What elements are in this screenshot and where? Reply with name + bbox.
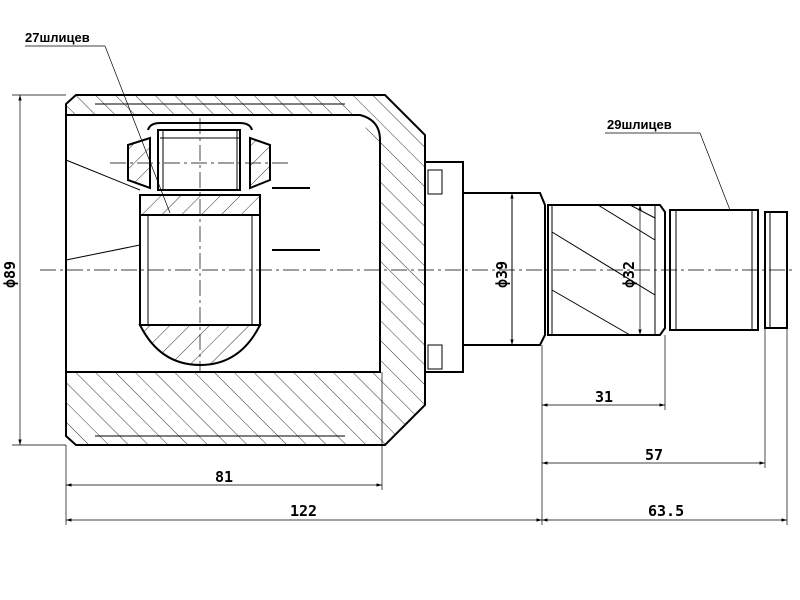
dim-122: 122 bbox=[290, 502, 317, 520]
dim-phi32: ф32 bbox=[620, 261, 638, 288]
tripod-assembly bbox=[127, 122, 320, 367]
dim-57: 57 bbox=[645, 446, 663, 464]
label-29-splines: 29шлицев bbox=[607, 117, 672, 132]
label-27-splines: 27шлицев bbox=[25, 30, 90, 45]
dim-31: 31 bbox=[595, 388, 613, 406]
dimension-lines bbox=[12, 45, 788, 525]
shaft-stub bbox=[424, 161, 788, 373]
dim-63-5: 63.5 bbox=[648, 502, 684, 520]
dim-phi39: ф39 bbox=[493, 261, 511, 288]
dim-phi89: ф89 bbox=[1, 261, 19, 288]
dim-81: 81 bbox=[215, 468, 233, 486]
housing bbox=[65, 94, 426, 446]
